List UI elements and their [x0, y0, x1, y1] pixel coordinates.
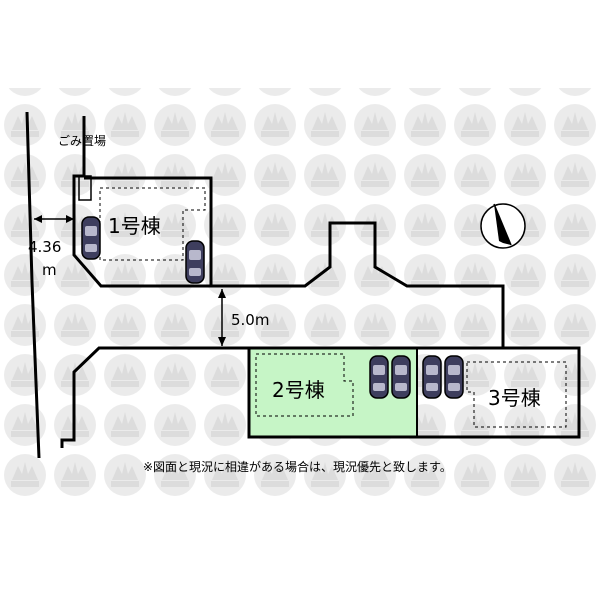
- road-width-unit: m: [42, 261, 57, 279]
- watermark-pattern: [0, 88, 600, 503]
- lots-2-3-outline: [60, 346, 581, 448]
- building-3-label: 3号棟: [488, 386, 541, 410]
- lot-2-highlight: [249, 348, 417, 437]
- building-1-footprint: [99, 187, 206, 261]
- garbage-area: [78, 175, 92, 201]
- building-3-footprint: [466, 361, 567, 428]
- building-2-label: 2号棟: [272, 378, 325, 402]
- lane-width-label: 5.0m: [231, 311, 269, 329]
- disclaimer-note: ※図面と現況に相違がある場合は、現況優先と致します。: [143, 459, 452, 474]
- car-icon: [422, 355, 442, 399]
- road-boundary-line: [25, 111, 41, 459]
- lane-upper-boundary: [211, 221, 505, 348]
- car-icon: [444, 355, 464, 399]
- car-icon: [185, 240, 205, 284]
- car-icon: [391, 355, 411, 399]
- garbage-area-label: ごみ置場: [58, 133, 106, 148]
- car-icon: [369, 355, 389, 399]
- road-width-value: 4.36: [28, 238, 61, 256]
- building-1-label: 1号棟: [108, 214, 161, 238]
- car-icon: [81, 216, 101, 260]
- north-arrow-icon: [480, 203, 526, 249]
